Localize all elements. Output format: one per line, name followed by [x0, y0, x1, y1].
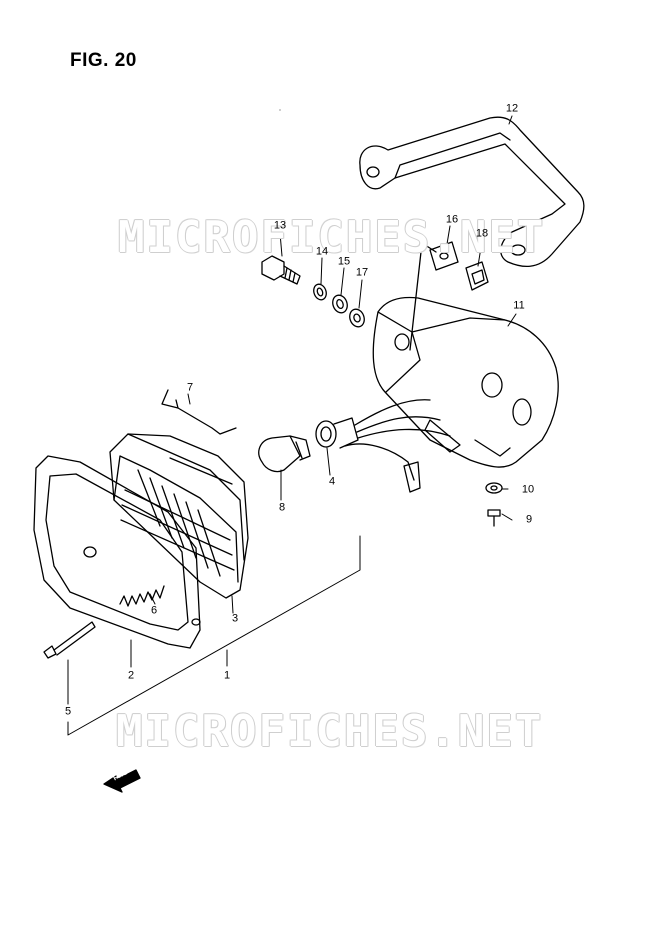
callout-8: 8	[278, 501, 286, 514]
callout-5: 5	[64, 705, 72, 718]
watermark-top: MICROFICHES.NET	[118, 212, 546, 263]
callout-17: 17	[355, 266, 369, 279]
screw-washer-parts	[485, 482, 503, 527]
callout-9: 9	[525, 513, 533, 526]
callout-10: 10	[521, 483, 535, 496]
headlight-case-part	[372, 296, 559, 468]
callout-2: 2	[127, 669, 135, 682]
callout-4: 4	[328, 475, 336, 488]
watermark-bottom: MICROFICHES.NET	[116, 706, 544, 757]
callout-7: 7	[186, 381, 194, 394]
callout-13: 13	[273, 219, 287, 232]
bolt-part	[261, 255, 301, 285]
callout-12: 12	[505, 102, 519, 115]
callout-15: 15	[337, 255, 351, 268]
fwd-arrow-icon	[103, 769, 141, 793]
figure-title: FIG. 20	[70, 50, 137, 71]
cushion-nut-parts	[409, 241, 489, 351]
callout-3: 3	[231, 612, 239, 625]
callout-1: 1	[223, 669, 231, 682]
spring-part	[119, 585, 165, 607]
assembly-leader-lines	[67, 109, 517, 736]
callout-16: 16	[445, 213, 459, 226]
headlight-unit-part	[109, 433, 249, 599]
spring-clip-part	[161, 389, 237, 435]
washer-parts	[313, 283, 365, 328]
callout-14: 14	[315, 245, 329, 258]
socket-wiring-part	[315, 399, 461, 493]
headlight-rim-part	[33, 455, 201, 649]
callout-6: 6	[150, 604, 158, 617]
callout-18: 18	[475, 227, 489, 240]
callout-11: 11	[513, 299, 525, 312]
adjusting-screw-part	[43, 621, 96, 659]
bulb-part	[258, 435, 311, 473]
bracket-stay-part	[359, 116, 585, 267]
